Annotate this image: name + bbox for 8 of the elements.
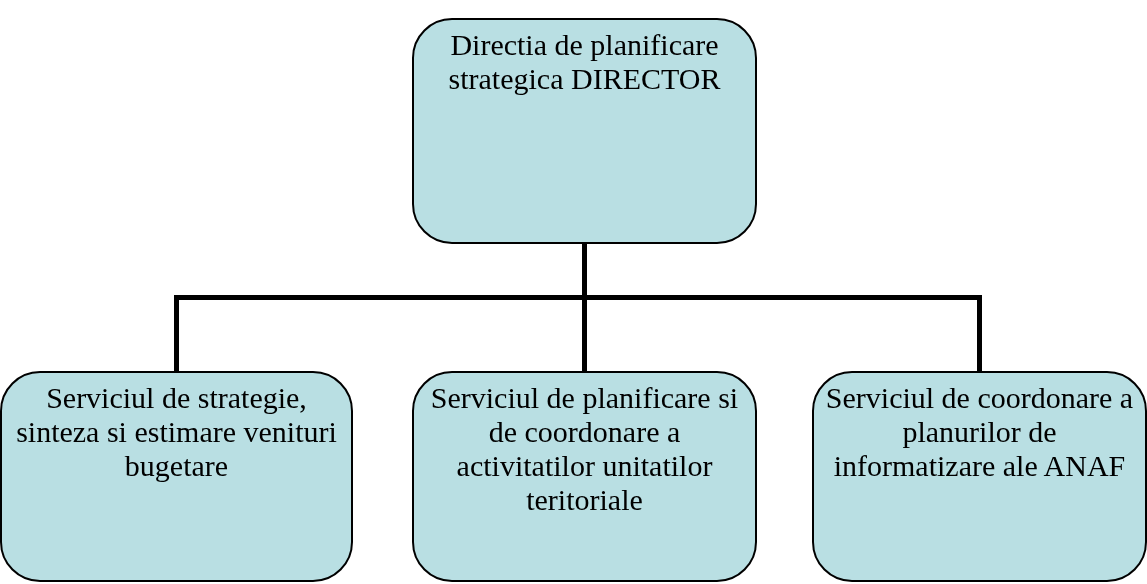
org-box — [0, 371, 353, 582]
box-text: Serviciul de strategie, sinteza si estimare venituri bugetare — [15, 381, 338, 483]
box-text: Directia de planificare strategica DIRECTOR — [447, 28, 722, 96]
org-box — [412, 18, 757, 244]
box-text: Serviciul de planificare si de coordonare a activitatilor unitatilor teritoriale — [429, 381, 740, 517]
org-box — [412, 371, 757, 582]
org-box — [812, 371, 1147, 582]
box-text: Serviciul de coordonare a planurilor de informatizare ale ANAF — [824, 381, 1135, 483]
